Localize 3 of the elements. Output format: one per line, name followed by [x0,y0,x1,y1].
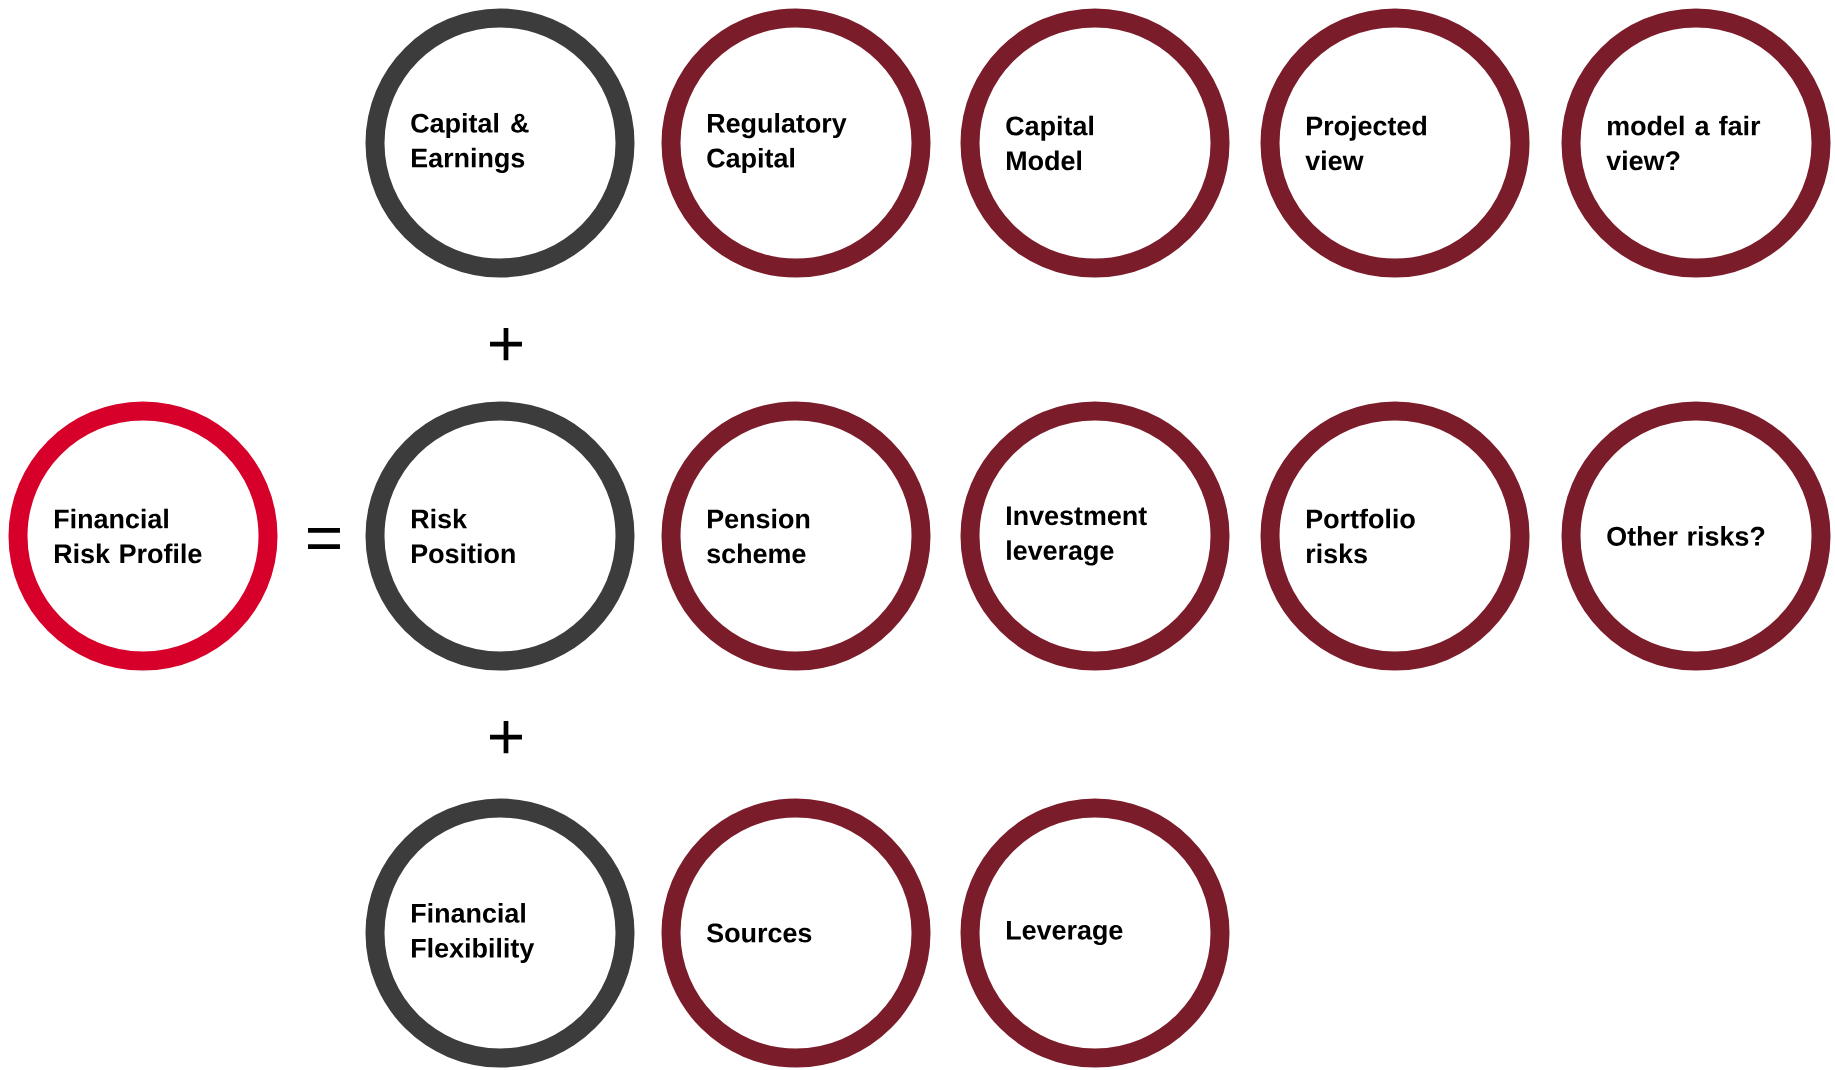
operator-sign: + [490,721,522,754]
operator-sign: + [490,328,522,361]
operator-sign: = [308,527,340,550]
